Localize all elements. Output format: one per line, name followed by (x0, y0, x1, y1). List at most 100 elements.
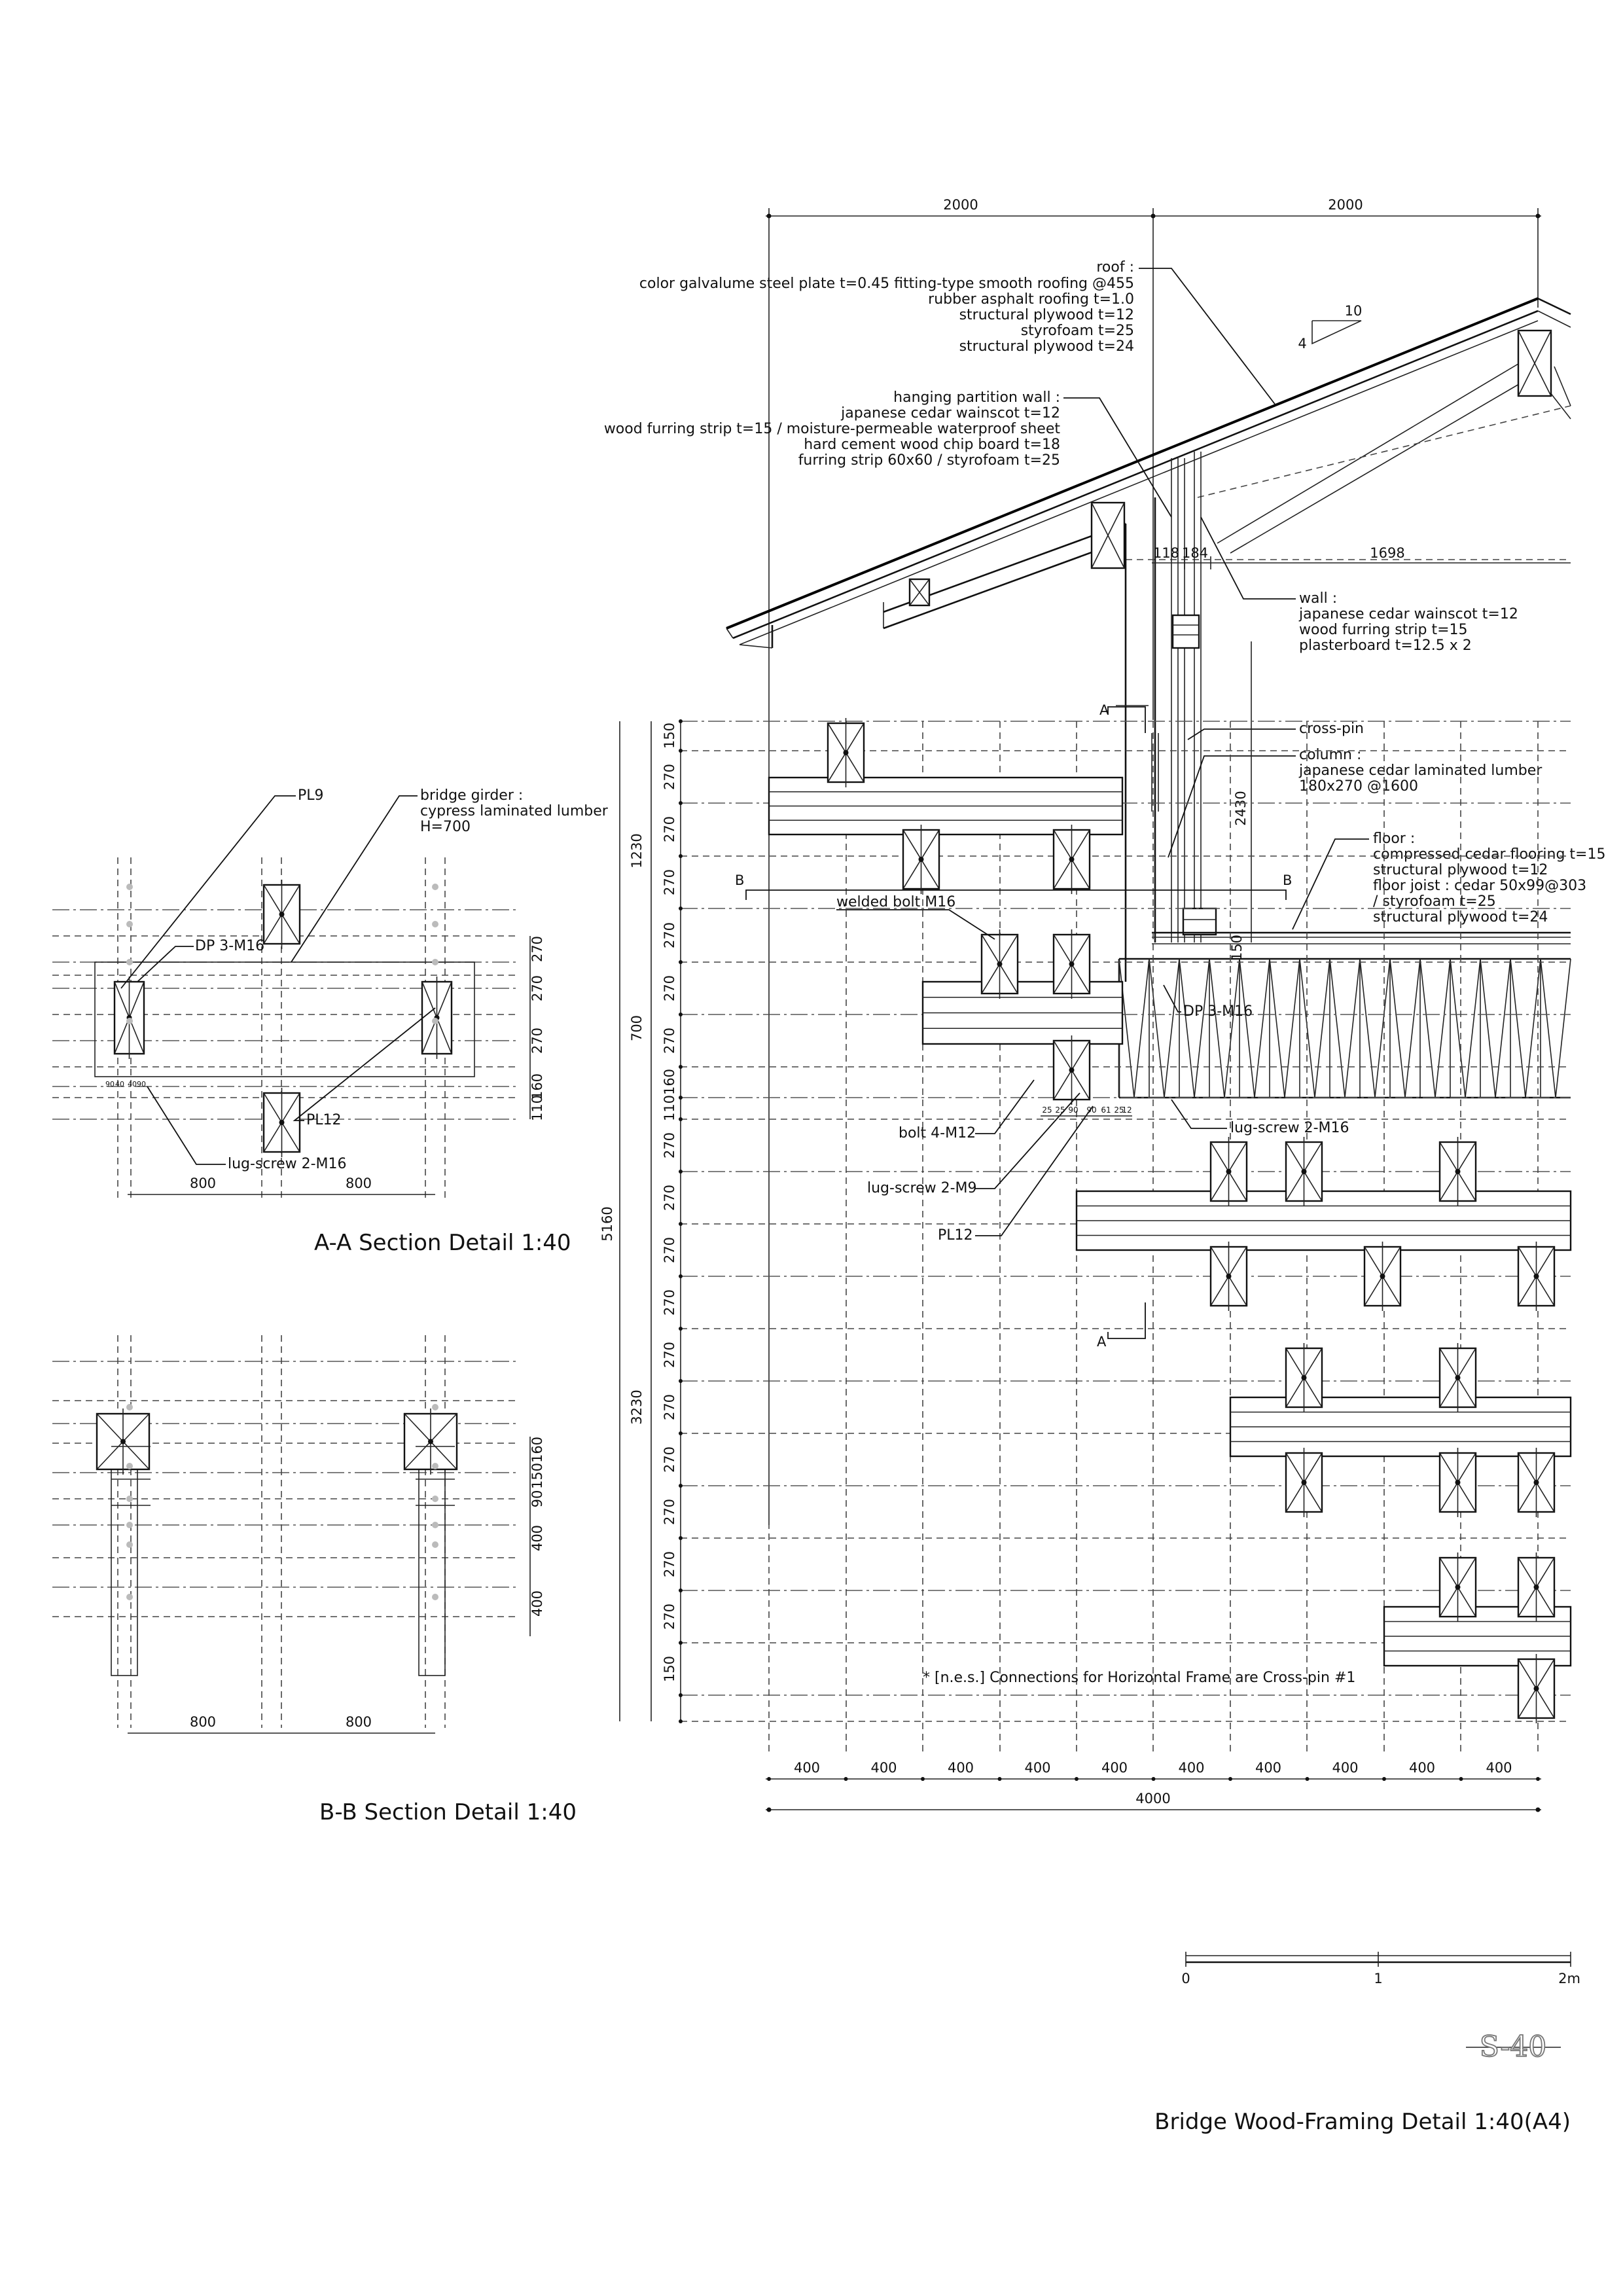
post-block (1052, 929, 1091, 999)
dim-tick (997, 1777, 1002, 1781)
aa-bolt (432, 921, 438, 927)
floor-layer-1: compressed cedar flooring t=15 (1373, 846, 1605, 863)
floor-heading: floor : (1373, 831, 1415, 847)
dim-tick (679, 1170, 683, 1174)
post-blocks (827, 718, 1556, 1723)
aa-bottom-dim: 800 (190, 1175, 216, 1191)
aa-bolt (432, 1018, 438, 1024)
post-block (902, 825, 940, 894)
dim-tick (679, 1379, 683, 1383)
truss-diagonal (1495, 958, 1511, 1098)
aa-section-labels: PL9 bridge girder : cypress laminated lu… (120, 787, 609, 1256)
crosspin-leader (1187, 728, 1296, 740)
section-a-top: A (1099, 702, 1109, 718)
inner-dim-label: 270 (662, 869, 677, 895)
aa-small-dim: 90 (137, 1080, 146, 1088)
partition-leader (1063, 397, 1172, 518)
vdim-3230: 3230 (629, 1390, 645, 1424)
vertical-dimension-chain (619, 721, 681, 1721)
bottom-dim-label: 400 (794, 1760, 820, 1776)
inner-dim-label: 150 (662, 723, 677, 749)
aa-bolt (126, 1018, 133, 1024)
column-height: 2430 (1233, 791, 1249, 825)
dim-tick (1151, 1777, 1156, 1781)
dim-tick (844, 1777, 848, 1781)
dim-tick (921, 1777, 925, 1781)
post-block (1209, 1137, 1248, 1206)
eave-dim-b: 184 (1182, 545, 1208, 561)
wall-layer-2: wood furring strip t=15 (1299, 622, 1468, 638)
small-dim-label: 12 (1122, 1105, 1132, 1115)
inner-dim-label: 270 (662, 1446, 677, 1473)
bb-bolt (432, 1522, 438, 1528)
dim-tick (679, 906, 683, 910)
lug-screw-m9-label: lug-screw 2-M9 (867, 1180, 977, 1196)
aa-title: A-A Section Detail 1:40 (314, 1230, 571, 1256)
post-block (1517, 1242, 1556, 1311)
inner-dim-label: 270 (662, 764, 677, 790)
bottom-dim-label: 400 (1255, 1760, 1281, 1776)
aa-left-connection (113, 977, 145, 1059)
drawing-title: Bridge Wood-Framing Detail 1:40(A4) (1154, 2109, 1571, 2135)
inner-dim-label: 270 (662, 1289, 677, 1316)
roof-layer-1: color galvalume steel plate t=0.45 fitti… (639, 276, 1134, 292)
slope-run: 10 (1345, 303, 1363, 319)
partition-heading: hanging partition wall : (893, 389, 1060, 406)
post-block (1285, 1343, 1323, 1412)
column-heading: column : (1299, 747, 1361, 763)
scale-1: 1 (1374, 1971, 1382, 1986)
column-line-1: japanese cedar laminated lumber (1298, 762, 1543, 779)
aa-top-block (262, 880, 301, 949)
truss-diagonal (1224, 958, 1240, 1098)
bb-bolt (126, 1463, 133, 1469)
inner-dim-label: 160 (662, 1069, 677, 1095)
inner-dim-label: 150 (662, 1656, 677, 1682)
bb-bolt (432, 1541, 438, 1548)
roof-layer-3: structural plywood t=12 (959, 307, 1134, 323)
aa-small-dim: 40 (128, 1080, 137, 1088)
dim-tick (679, 1327, 683, 1331)
truss-diagonal (1555, 958, 1571, 1098)
truss-diagonal (1239, 958, 1255, 1098)
truss-diagonal (1254, 958, 1270, 1098)
eave-dim-c: 1698 (1370, 545, 1404, 561)
bb-bolt (432, 1594, 438, 1600)
top-dim-left: 2000 (943, 197, 978, 213)
post-block (1438, 1343, 1477, 1412)
post-block (1517, 1654, 1556, 1723)
post-block (1209, 1242, 1248, 1311)
aa-dim-label: 160 (529, 1073, 545, 1100)
dim-tick (679, 1117, 683, 1121)
bb-dim-label: 90 (529, 1490, 545, 1508)
inner-dim-label: 270 (662, 1499, 677, 1525)
small-dim-label: 90 (1068, 1105, 1078, 1115)
aa-bottom-block (262, 1088, 301, 1157)
wall-leader (1200, 516, 1296, 600)
aa-girder-l2: H=700 (420, 819, 471, 835)
truss-diagonal (1374, 958, 1391, 1098)
dim-tick (679, 1431, 683, 1435)
bottom-dim-label: 400 (1409, 1760, 1435, 1776)
inner-dim-label: 270 (662, 1237, 677, 1263)
vdim-5160: 5160 (599, 1206, 615, 1241)
truss-diagonal (1179, 958, 1195, 1098)
inner-dim-label: 270 (662, 1132, 677, 1158)
wall-layer-1: japanese cedar wainscot t=12 (1298, 606, 1518, 622)
dim-tick (679, 749, 683, 753)
eave-dimensions: 118 184 1698 (1152, 545, 1571, 569)
aa-pl9: PL9 (298, 787, 324, 804)
floor-layer-3: floor joist : cedar 50x99@303 (1373, 878, 1586, 894)
dim-tick (679, 1484, 683, 1488)
bb-bolt (126, 1496, 133, 1502)
truss-diagonal (1389, 958, 1406, 1098)
aa-bolt (432, 959, 438, 965)
beam (1229, 1396, 1572, 1458)
truss-diagonal (1133, 958, 1150, 1098)
aa-dim-label: 270 (529, 975, 545, 1001)
aa-dp: DP 3-M16 (195, 938, 264, 954)
wall-heading: wall : (1299, 590, 1337, 607)
truss-diagonal (1465, 958, 1481, 1098)
column-leader (1168, 755, 1296, 858)
bottom-dim-label: 400 (1178, 1760, 1204, 1776)
